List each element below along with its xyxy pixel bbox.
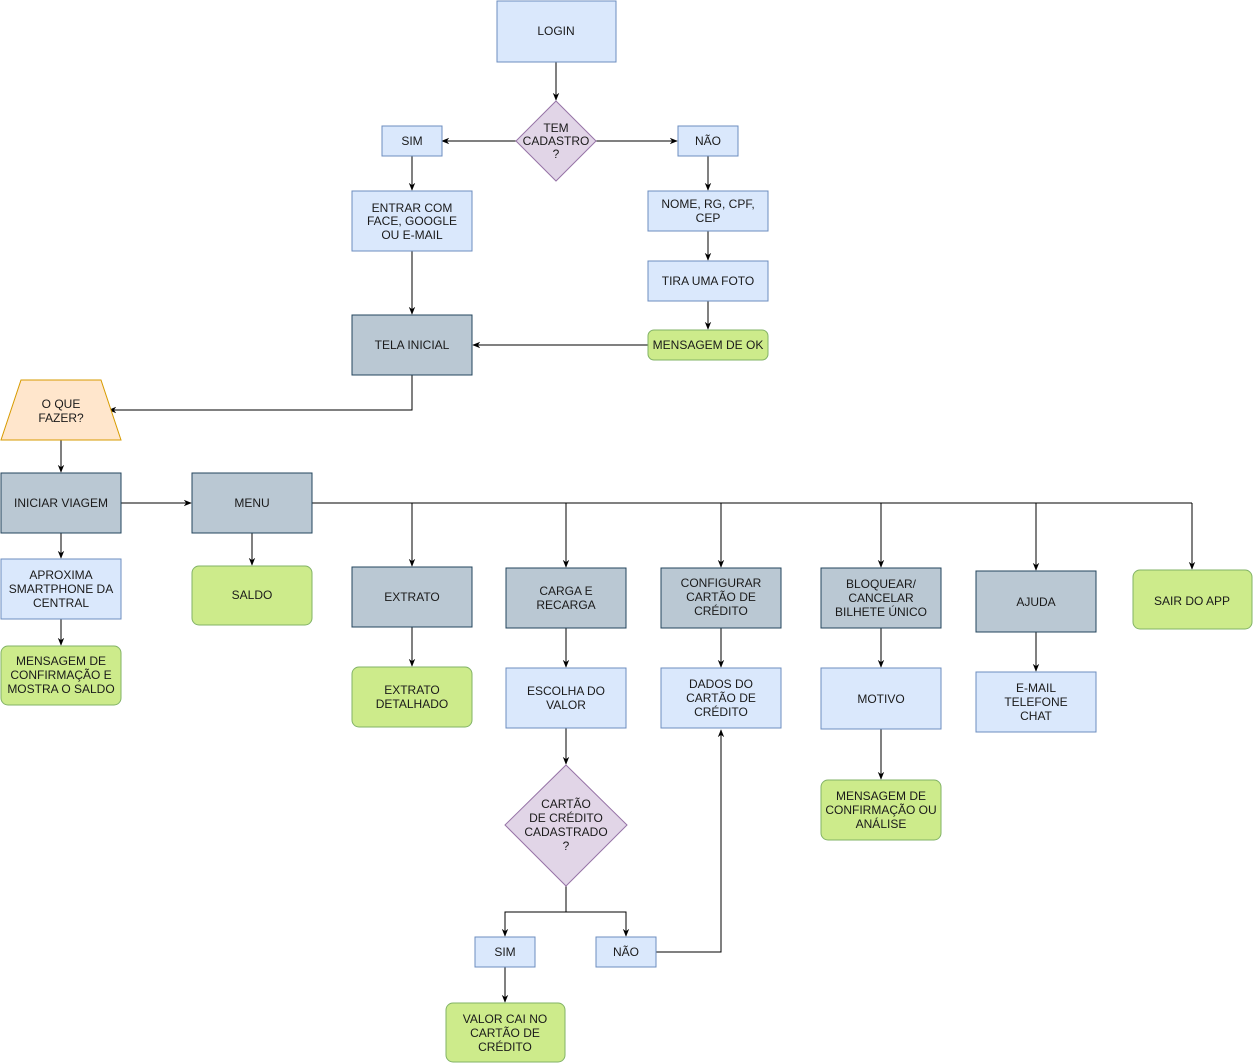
node-carga-recarga-line: CARGA E: [539, 584, 592, 598]
node-carga-recarga[interactable]: CARGA E RECARGA: [505, 567, 627, 629]
node-extrato[interactable]: EXTRATO: [351, 566, 473, 628]
node-sair-app-label: SAIR DO APP: [1154, 594, 1230, 608]
node-nome-rg-cpf-line: CEP: [696, 211, 721, 225]
node-tira-foto-label: TIRA UMA FOTO: [662, 274, 754, 288]
node-contato-line: TELEFONE: [1004, 695, 1067, 709]
node-ajuda[interactable]: AJUDA: [975, 570, 1097, 633]
node-tela-inicial-label: TELA INICIAL: [375, 338, 450, 352]
node-o-que-fazer-line: O QUE: [42, 397, 81, 411]
node-mensagem-ok[interactable]: MENSAGEM DE OK: [647, 329, 769, 361]
node-extrato-detalhado-line: DETALHADO: [376, 697, 448, 711]
node-sim-cartao-label: SIM: [494, 945, 515, 959]
node-contato-line: CHAT: [1020, 709, 1052, 723]
decision-tem-cadastro[interactable]: TEM CADASTRO ?: [515, 100, 597, 182]
node-iniciar-viagem-label: INICIAR VIAGEM: [14, 496, 108, 510]
node-entrar-line: ENTRAR COM: [372, 201, 453, 215]
decision-tem-cadastro-line: ?: [553, 147, 560, 161]
node-msg-confirmacao-analise-line: CONFIRMAÇÃO OU: [825, 803, 936, 817]
node-login-label: LOGIN: [537, 24, 574, 38]
node-extrato-label: EXTRATO: [384, 590, 440, 604]
node-dados-cartao-line: CRÉDITO: [694, 704, 748, 719]
node-extrato-detalhado-line: EXTRATO: [384, 683, 440, 697]
node-bloquear-line: BILHETE ÚNICO: [835, 604, 927, 619]
connectors: [57, 62, 1196, 1003]
node-aproxima-line: SMARTPHONE DA: [9, 582, 113, 596]
decision-cartao-cadastrado-line: DE CRÉDITO: [529, 810, 603, 825]
node-bloquear[interactable]: BLOQUEAR/ CANCELAR BILHETE ÚNICO: [820, 567, 942, 629]
node-bloquear-line: CANCELAR: [848, 591, 914, 605]
node-o-que-fazer-line: FAZER?: [38, 411, 84, 425]
node-dados-cartao[interactable]: DADOS DO CARTÃO DE CRÉDITO: [660, 667, 782, 729]
node-bloquear-line: BLOQUEAR/: [846, 577, 917, 591]
node-carga-recarga-line: RECARGA: [536, 598, 595, 612]
node-aproxima-line: CENTRAL: [33, 596, 89, 610]
node-msg-confirmacao-saldo[interactable]: MENSAGEM DE CONFIRMAÇÃO E MOSTRA O SALDO: [0, 645, 122, 706]
node-msg-confirmacao-saldo-line: CONFIRMAÇÃO E: [10, 668, 111, 682]
node-entrar[interactable]: ENTRAR COM FACE, GOOGLE OU E-MAIL: [351, 190, 473, 252]
node-valor-cai-line: VALOR CAI NO: [463, 1012, 547, 1026]
node-sair-app[interactable]: SAIR DO APP: [1132, 569, 1253, 630]
decision-tem-cadastro-line: CADASTRO: [523, 134, 590, 148]
node-extrato-detalhado[interactable]: EXTRATO DETALHADO: [351, 666, 473, 728]
node-nao-cartao-label: NÃO: [613, 945, 639, 959]
node-configurar-cartao-line: CRÉDITO: [694, 603, 748, 618]
node-msg-confirmacao-analise-line: MENSAGEM DE: [836, 789, 926, 803]
node-msg-confirmacao-saldo-line: MENSAGEM DE: [16, 654, 106, 668]
node-entrar-line: OU E-MAIL: [381, 228, 443, 242]
edge-nao2-to-dados: [656, 729, 725, 953]
node-aproxima[interactable]: APROXIMA SMARTPHONE DA CENTRAL: [0, 558, 122, 620]
node-dados-cartao-line: CARTÃO DE: [686, 691, 756, 705]
node-tela-inicial[interactable]: TELA INICIAL: [351, 314, 473, 376]
node-escolha-valor-line: ESCOLHA DO: [527, 684, 605, 698]
node-dados-cartao-line: DADOS DO: [689, 677, 753, 691]
decision-cartao-cadastrado-line: ?: [563, 839, 570, 853]
node-contato-line: E-MAIL: [1016, 681, 1056, 695]
node-nome-rg-cpf[interactable]: NOME, RG, CPF, CEP: [647, 190, 769, 232]
node-motivo[interactable]: MOTIVO: [820, 667, 942, 730]
node-aproxima-line: APROXIMA: [29, 568, 92, 582]
node-sim-cadastro-label: SIM: [401, 134, 422, 148]
node-menu[interactable]: MENU: [191, 472, 313, 534]
node-msg-confirmacao-analise[interactable]: MENSAGEM DE CONFIRMAÇÃO OU ANÁLISE: [820, 779, 942, 841]
edge-decision-to-nao2: [566, 911, 630, 937]
node-contato[interactable]: E-MAIL TELEFONE CHAT: [975, 671, 1097, 733]
node-motivo-label: MOTIVO: [857, 692, 904, 706]
node-nao-cartao[interactable]: NÃO: [595, 936, 657, 968]
node-iniciar-viagem[interactable]: INICIAR VIAGEM: [0, 472, 122, 534]
decision-cartao-cadastrado[interactable]: CARTÃO DE CRÉDITO CADASTRADO ?: [504, 764, 628, 887]
node-configurar-cartao-line: CONFIGURAR: [681, 576, 762, 590]
node-nao-cadastro[interactable]: NÃO: [677, 125, 739, 157]
node-msg-confirmacao-saldo-line: MOSTRA O SALDO: [7, 682, 114, 696]
node-saldo-label: SALDO: [232, 588, 273, 602]
node-ajuda-label: AJUDA: [1016, 595, 1055, 609]
node-escolha-valor[interactable]: ESCOLHA DO VALOR: [505, 667, 627, 729]
node-valor-cai-line: CARTÃO DE: [470, 1026, 540, 1040]
decision-tem-cadastro-line: TEM: [543, 121, 568, 135]
node-configurar-cartao[interactable]: CONFIGURAR CARTÃO DE CRÉDITO: [660, 567, 782, 629]
node-menu-label: MENU: [234, 496, 269, 510]
node-saldo[interactable]: SALDO: [191, 565, 313, 626]
node-mensagem-ok-label: MENSAGEM DE OK: [653, 338, 764, 352]
edge-tela-to-oquefazer: [108, 375, 413, 414]
node-configurar-cartao-line: CARTÃO DE: [686, 590, 756, 604]
node-escolha-valor-line: VALOR: [546, 698, 586, 712]
decision-cartao-cadastrado-line: CADASTRADO: [524, 825, 607, 839]
node-sim-cartao[interactable]: SIM: [474, 936, 536, 968]
node-valor-cai-line: CRÉDITO: [478, 1039, 532, 1054]
node-login[interactable]: LOGIN: [496, 0, 617, 63]
node-sim-cadastro[interactable]: SIM: [381, 125, 443, 157]
node-o-que-fazer[interactable]: O QUE FAZER?: [0, 379, 122, 441]
decision-cartao-cadastrado-line: CARTÃO: [541, 797, 591, 811]
node-tira-foto[interactable]: TIRA UMA FOTO: [647, 260, 769, 302]
node-entrar-line: FACE, GOOGLE: [367, 214, 457, 228]
node-valor-cai[interactable]: VALOR CAI NO CARTÃO DE CRÉDITO: [445, 1002, 566, 1063]
node-msg-confirmacao-analise-line: ANÁLISE: [856, 816, 907, 831]
edge-decision-to-sim2: [501, 886, 567, 937]
node-nome-rg-cpf-line: NOME, RG, CPF,: [661, 197, 754, 211]
node-nao-cadastro-label: NÃO: [695, 134, 721, 148]
